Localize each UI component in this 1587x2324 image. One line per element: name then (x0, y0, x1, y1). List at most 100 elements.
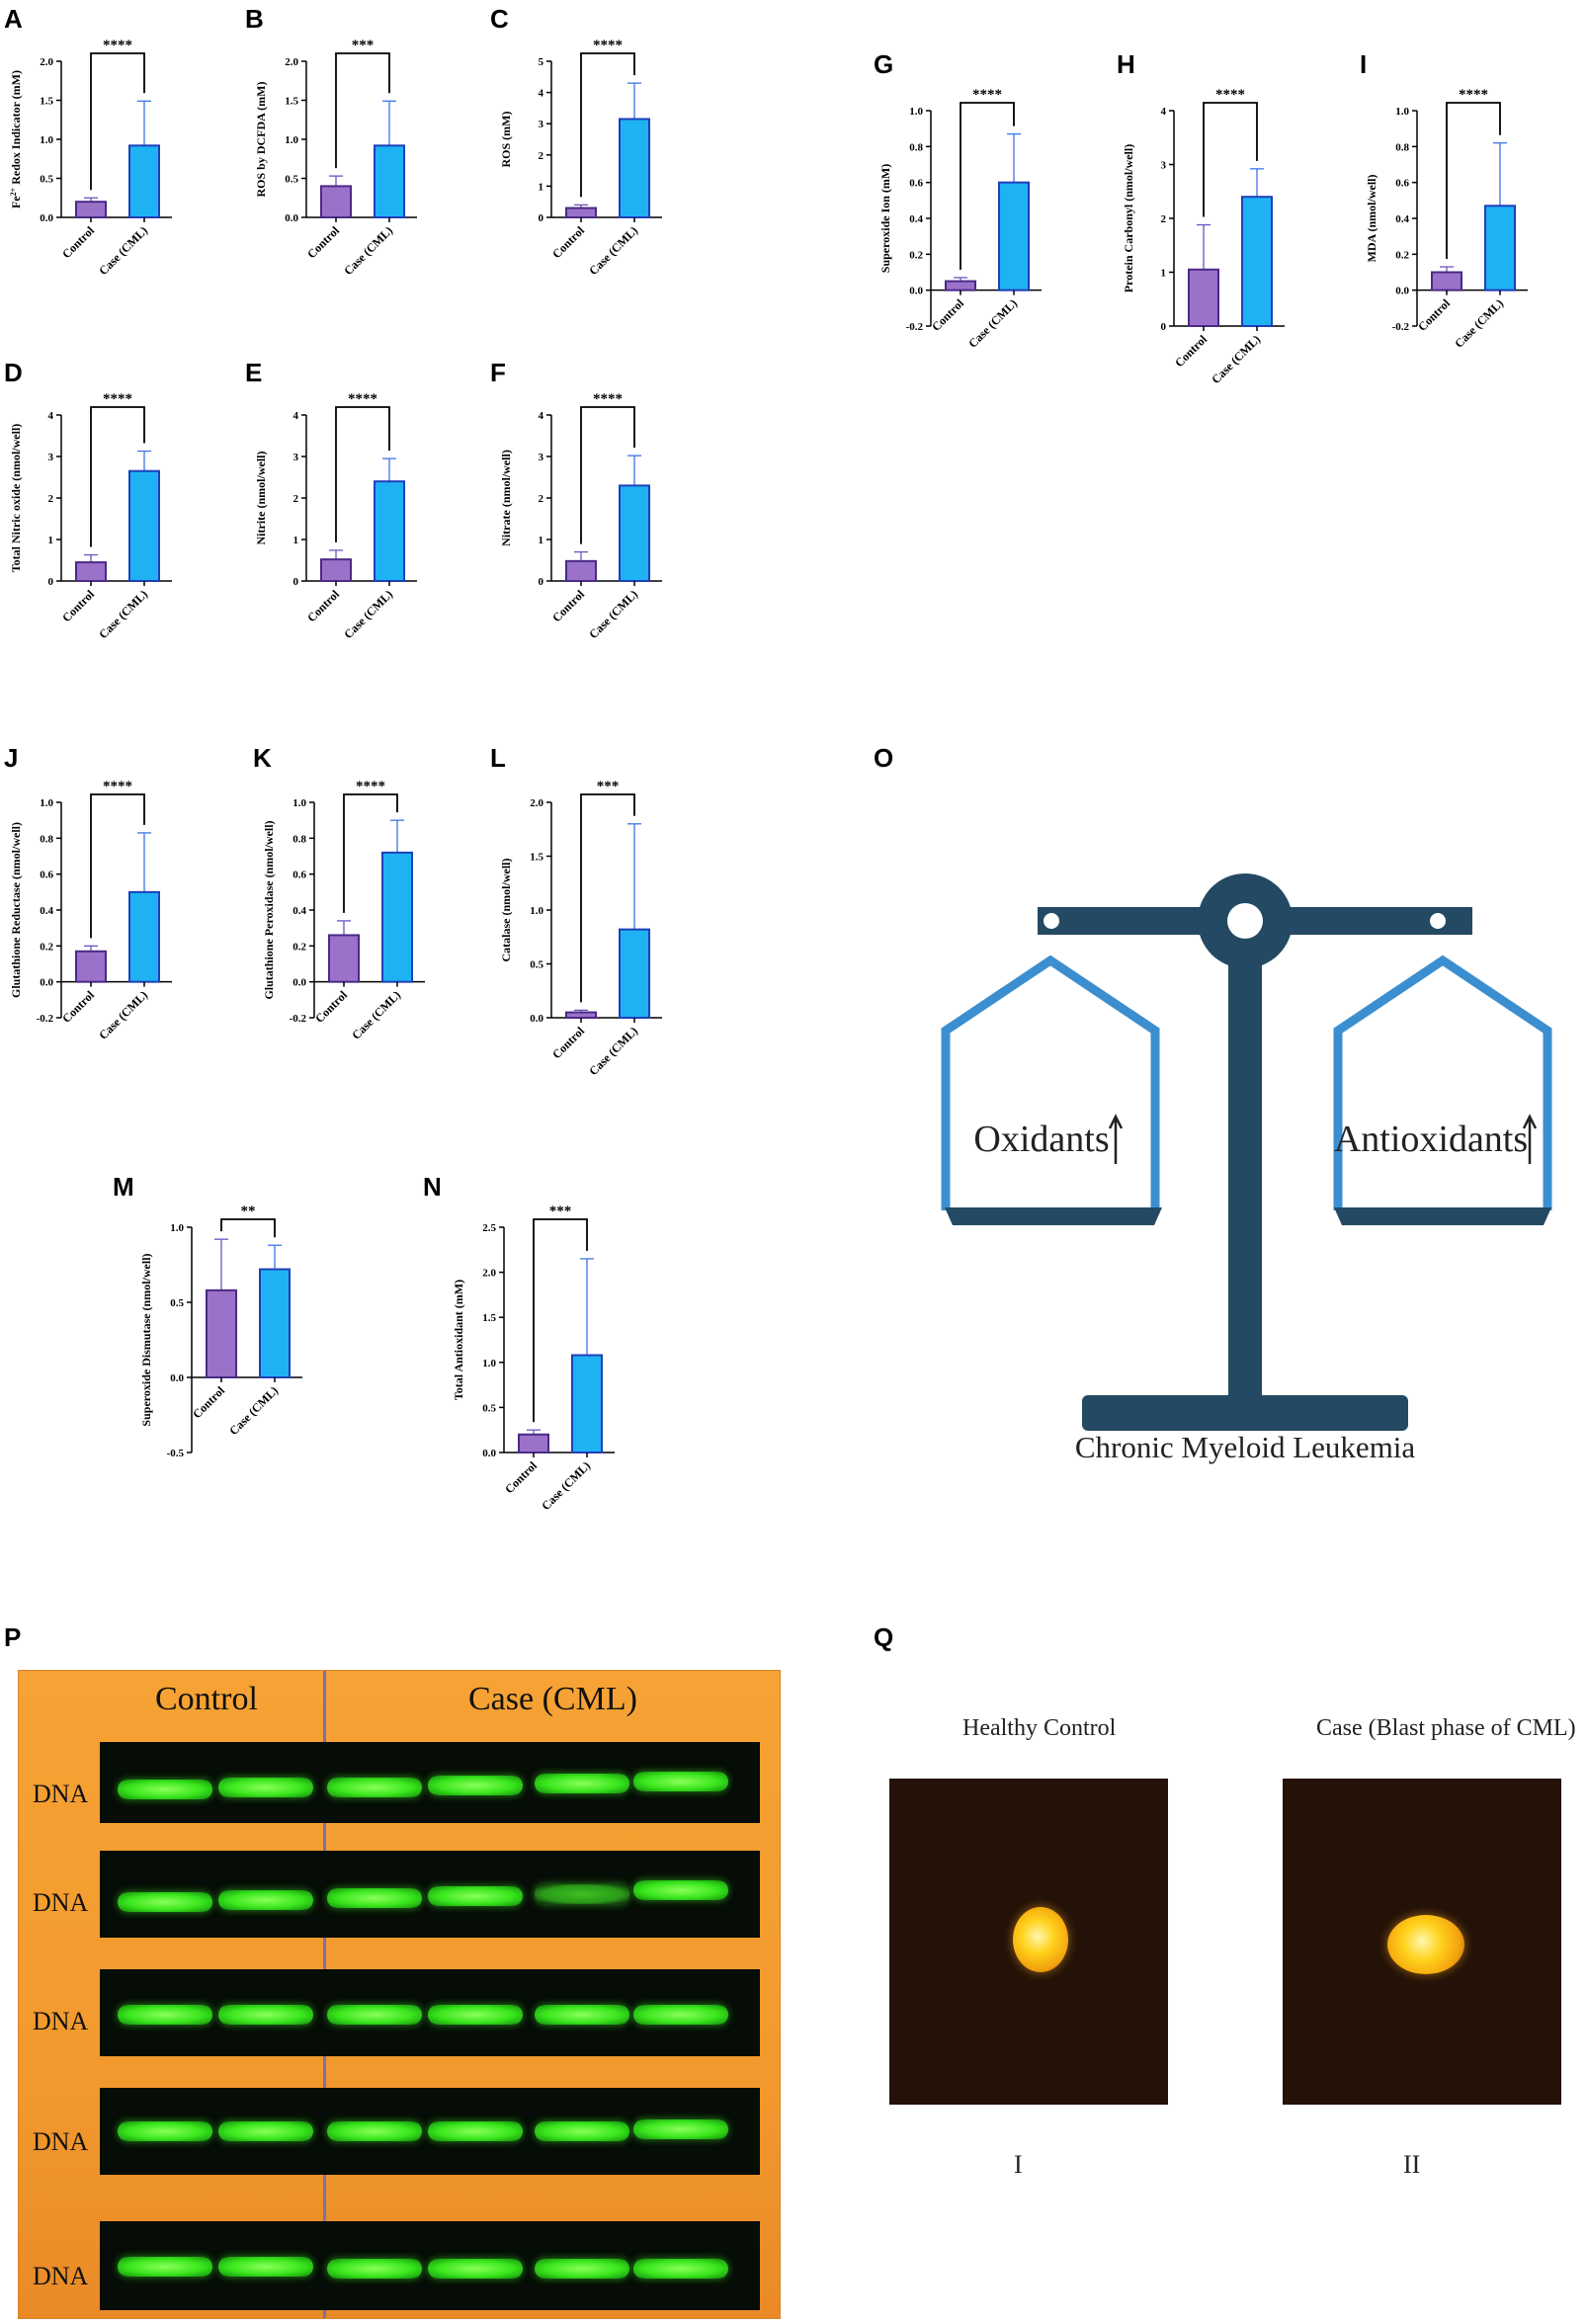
panel-letter-f: F (490, 358, 506, 387)
y-axis-label: Glutathione Reductase (nmol/well) (9, 822, 23, 998)
gel-strip (100, 1969, 760, 2056)
scale-beam-left (1038, 907, 1220, 935)
x-tick-label: Control (59, 587, 97, 624)
x-tick-label: Case (CML) (1452, 296, 1506, 351)
y-tick-label: 0.4 (1395, 213, 1409, 225)
y-tick-label: 2.0 (40, 56, 53, 68)
chart-j: Glutathione Reductase (nmol/well)-0.20.0… (9, 779, 172, 1042)
x-tick-label: Case (CML) (226, 1383, 281, 1438)
y-tick-label: 0.0 (909, 286, 923, 297)
scale-right-up-arrow-icon (1522, 1114, 1538, 1164)
comet-healthy-image (889, 1779, 1168, 2105)
y-tick-label: 1.5 (40, 96, 53, 108)
significance-bracket (220, 1218, 276, 1238)
y-tick-label: 0.0 (482, 1448, 496, 1459)
y-tick-label: 1.0 (40, 797, 53, 809)
x-tick-label: Control (304, 223, 342, 261)
bar-case (374, 144, 405, 218)
significance-bracket (343, 793, 398, 913)
y-tick-label: 0.2 (909, 249, 923, 261)
bar-control (320, 185, 352, 218)
chart-k: Glutathione Peroxidase (nmol/well)-0.20.… (262, 779, 425, 1042)
y-tick-label: 4 (539, 88, 544, 100)
bar-control (518, 1433, 549, 1453)
x-tick-label: Control (549, 1024, 587, 1061)
y-tick-label: 0.6 (40, 870, 53, 881)
scale-left-label: Oxidants (973, 1119, 1109, 1160)
y-tick-label: 0.8 (40, 833, 53, 845)
gel-row-label: DNA (33, 2007, 89, 2035)
y-axis-label: Superoxide Dismutase (nmol/well) (139, 1253, 153, 1426)
gel-band (428, 2005, 523, 2025)
panel-letter-a: A (4, 4, 23, 34)
scale-right-label: Antioxidants (1334, 1119, 1528, 1160)
chart-a: Fe2+ Redox Indicator (mM)0.00.51.01.52.0… (9, 38, 172, 278)
bar-case (619, 118, 650, 218)
bar-control (328, 934, 360, 983)
significance-label: **** (593, 38, 623, 53)
bar-control (75, 561, 107, 583)
y-tick-label: 0.2 (1395, 249, 1409, 261)
gel-band (428, 2259, 523, 2279)
x-tick-label: Case (CML) (96, 223, 150, 278)
significance-label: *** (597, 779, 620, 794)
y-tick-label: 0 (539, 212, 544, 224)
gel-band (327, 1888, 422, 1908)
scale-beam-left-hole (1044, 913, 1059, 929)
significance-bracket (1203, 102, 1258, 217)
x-tick-label: Control (929, 295, 966, 333)
scale-pan-right-frame (1333, 954, 1552, 1210)
bar-case (998, 181, 1030, 291)
y-tick-label: -0.2 (37, 1013, 54, 1025)
scale-pan-left-frame (941, 954, 1160, 1210)
chart-l: Catalase (nmol/well)0.00.51.01.52.0Contr… (499, 779, 662, 1078)
x-tick-label: Case (CML) (96, 988, 150, 1042)
bar-case (619, 484, 650, 582)
y-tick-label: 1.0 (292, 797, 306, 809)
scale-pivot-hole (1227, 903, 1263, 939)
y-tick-label: 1.0 (530, 905, 543, 917)
dna-gel-image: Control Case (CML) DNA DNA DNA DNA D (18, 1670, 781, 2319)
bar-case (128, 469, 160, 582)
x-tick-label: Case (CML) (341, 587, 395, 641)
gel-strip (100, 2221, 760, 2310)
gel-strip (100, 2088, 760, 2175)
significance-bracket (90, 52, 145, 191)
y-tick-label: 0.0 (530, 1013, 543, 1025)
x-tick-label: Control (1415, 295, 1453, 333)
y-tick-label: -0.2 (1392, 321, 1410, 333)
comet-left-title: Healthy Control (962, 1715, 1117, 1741)
y-tick-label: 4 (1161, 106, 1167, 118)
y-tick-label: 1.0 (40, 134, 53, 146)
gel-band (428, 2121, 523, 2141)
y-axis-label: ROS (mM) (499, 112, 513, 168)
panel-letter-q: Q (874, 1622, 894, 1652)
significance-bracket (90, 793, 145, 939)
y-axis-label: Total Nitric oxide (nmol/well) (9, 424, 23, 573)
gel-band (633, 2005, 728, 2025)
y-tick-label: 0 (293, 576, 299, 588)
x-tick-label: Control (312, 987, 350, 1025)
bar-case (381, 851, 413, 983)
comet-case-image (1283, 1779, 1561, 2105)
gel-band (633, 1880, 728, 1900)
y-tick-label: 1.5 (530, 852, 543, 864)
significance-label: *** (352, 38, 375, 53)
y-tick-label: 0.8 (1395, 141, 1409, 153)
scale-base (1082, 1395, 1408, 1431)
significance-bracket (580, 406, 635, 544)
gel-row-label: DNA (33, 2127, 89, 2156)
panel-letter-p: P (4, 1622, 22, 1652)
panel-letter-b: B (245, 4, 264, 34)
gel-band (118, 1780, 212, 1799)
y-tick-label: 0.8 (909, 141, 923, 153)
y-tick-label: 0.2 (292, 941, 306, 953)
y-tick-label: 0.0 (285, 212, 298, 224)
chart-g: Superoxide Ion (mM)-0.20.00.20.40.60.81.… (878, 87, 1042, 351)
y-tick-label: -0.2 (906, 321, 924, 333)
gel-band (428, 1776, 523, 1795)
comet-nucleus (1387, 1915, 1464, 1974)
comet-right-title: Case (Blast phase of CML) (1316, 1715, 1576, 1741)
significance-label: **** (103, 779, 132, 794)
